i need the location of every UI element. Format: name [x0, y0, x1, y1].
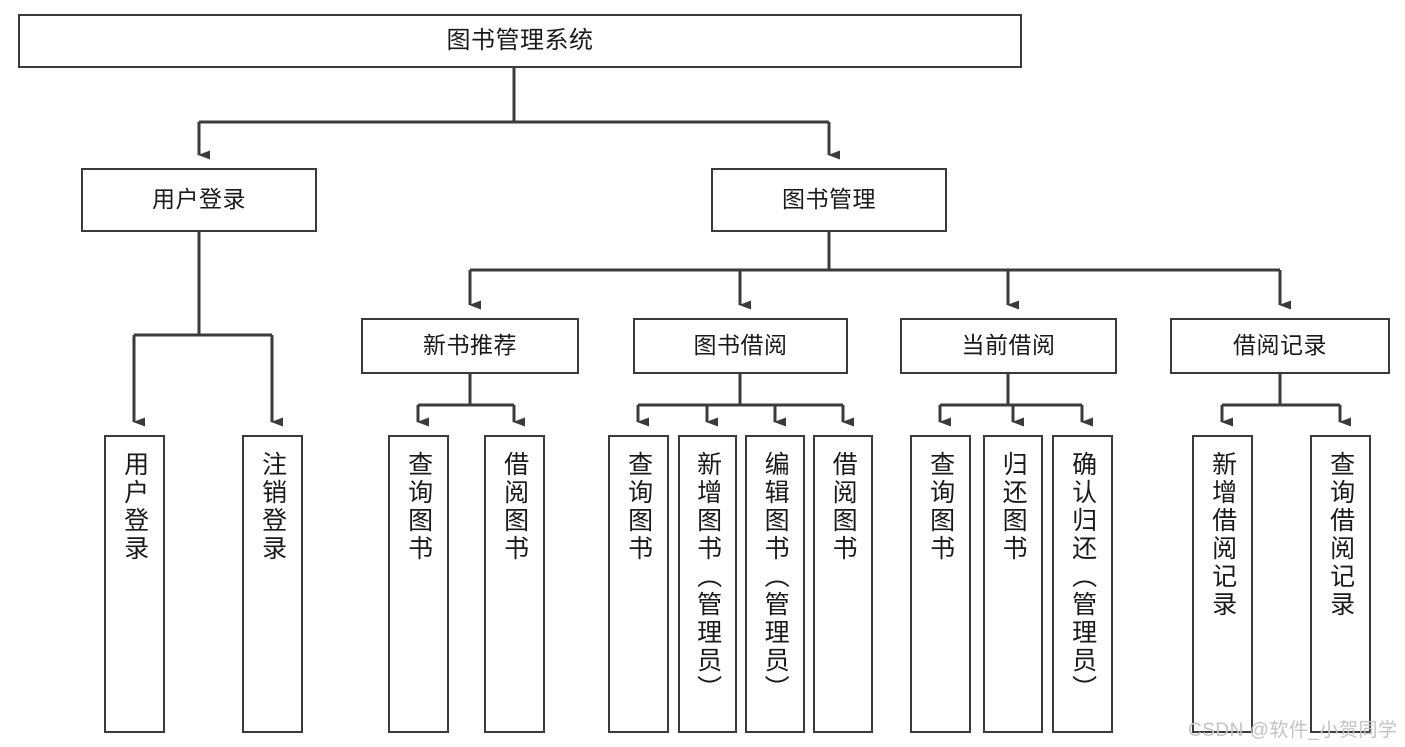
node-leaf-11[interactable]: 新增借阅记录: [1192, 435, 1253, 733]
node-label: 用户登录: [120, 451, 149, 563]
node-leaf-9[interactable]: 归还图书: [983, 435, 1043, 733]
node-level2-0[interactable]: 用户登录: [81, 168, 317, 232]
node-label: 归还图书: [999, 451, 1028, 563]
node-label: 当前借阅: [961, 332, 1056, 359]
node-label: 新增图书（管理员）: [693, 451, 722, 703]
node-label: 图书管理系统: [446, 26, 594, 54]
node-label: 查询图书: [404, 451, 433, 563]
node-level3-0[interactable]: 新书推荐: [361, 318, 579, 374]
node-level3-3[interactable]: 借阅记录: [1170, 318, 1390, 374]
node-leaf-5[interactable]: 新增图书（管理员）: [678, 435, 737, 733]
node-leaf-4[interactable]: 查询图书: [608, 435, 669, 733]
node-label: 查询图书: [624, 451, 653, 563]
node-level2-1[interactable]: 图书管理: [711, 168, 947, 232]
node-root-system[interactable]: 图书管理系统: [18, 14, 1022, 68]
node-label: 新书推荐: [423, 332, 517, 359]
node-leaf-8[interactable]: 查询图书: [910, 435, 971, 733]
node-label: 编辑图书（管理员）: [761, 451, 790, 703]
node-leaf-6[interactable]: 编辑图书（管理员）: [745, 435, 805, 733]
node-level3-1[interactable]: 图书借阅: [633, 318, 848, 374]
node-leaf-10[interactable]: 确认归还（管理员）: [1052, 435, 1113, 733]
node-label: 借阅图书: [829, 451, 858, 563]
node-label: 图书管理: [782, 186, 876, 213]
node-leaf-1[interactable]: 注销登录: [242, 435, 303, 733]
node-label: 借阅图书: [500, 451, 529, 563]
node-leaf-0[interactable]: 用户登录: [104, 435, 165, 733]
node-label: 注销登录: [258, 451, 287, 563]
node-label: 借阅记录: [1233, 332, 1327, 359]
node-label: 用户登录: [152, 186, 246, 213]
node-label: 确认归还（管理员）: [1068, 451, 1097, 703]
watermark-text: CSDN @软件_小贺同学: [1188, 720, 1398, 741]
node-label: 新增借阅记录: [1208, 451, 1237, 619]
node-label: 查询借阅记录: [1326, 451, 1355, 619]
node-level3-2[interactable]: 当前借阅: [900, 318, 1117, 374]
node-leaf-7[interactable]: 借阅图书: [813, 435, 873, 733]
node-leaf-3[interactable]: 借阅图书: [484, 435, 545, 733]
node-label: 查询图书: [926, 451, 955, 563]
node-leaf-2[interactable]: 查询图书: [388, 435, 449, 733]
node-label: 图书借阅: [693, 332, 788, 359]
node-leaf-12[interactable]: 查询借阅记录: [1310, 435, 1371, 733]
